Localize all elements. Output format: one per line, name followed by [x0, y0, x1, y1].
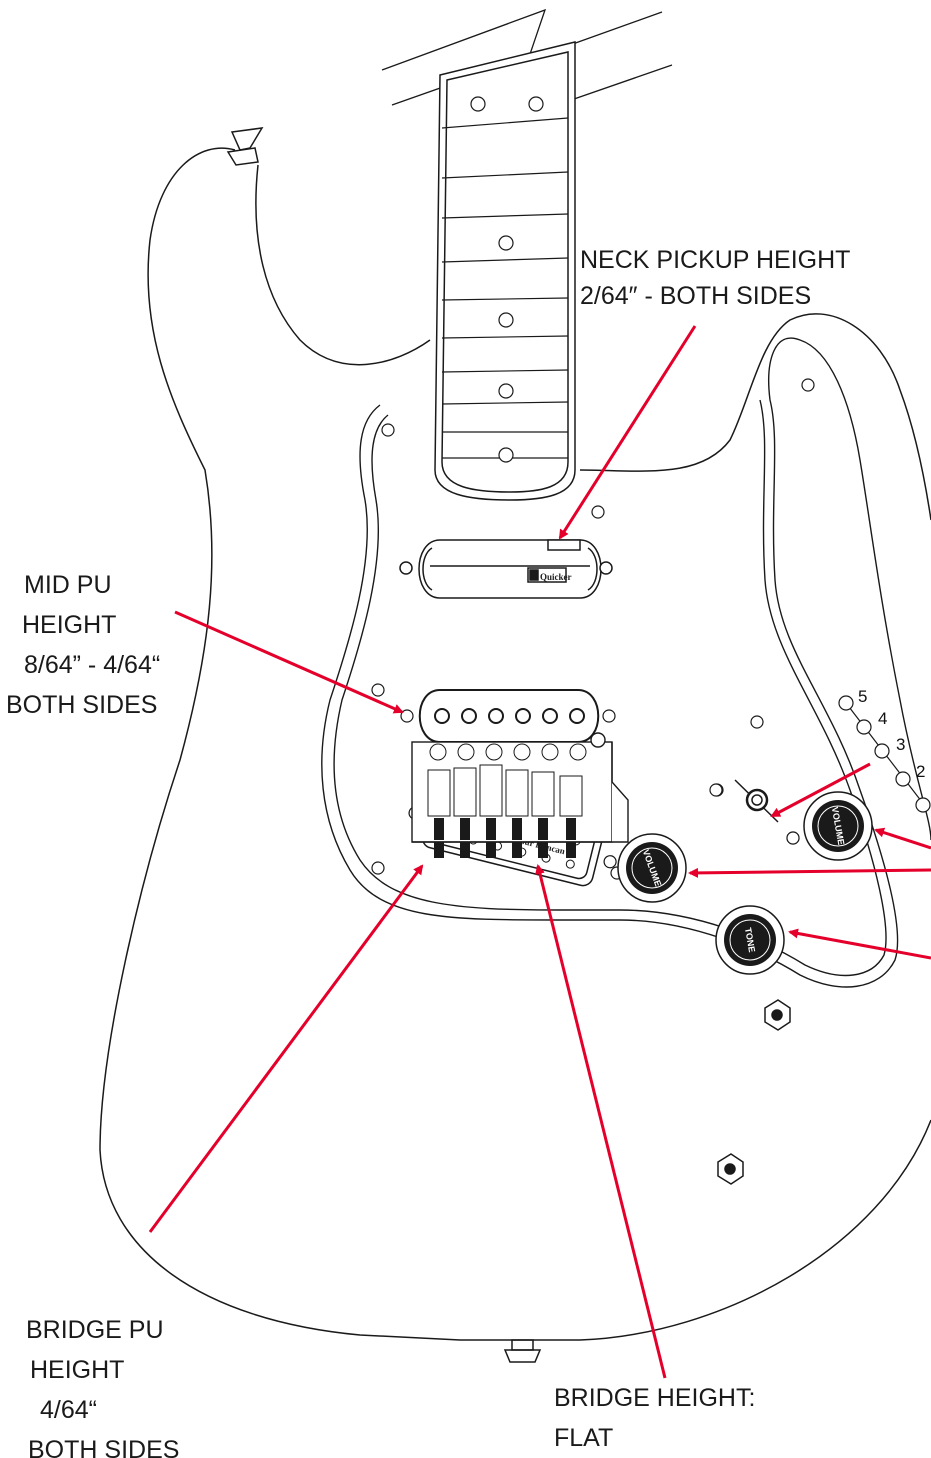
- bridge-pu-line1: BRIDGE PU: [26, 1316, 164, 1344]
- mid-label-line1: MID PU: [24, 571, 112, 599]
- switch-position-2: 2: [916, 762, 925, 781]
- bridge-pickup-height-label: BRIDGE PU HEIGHT 4/64“ BOTH SIDES: [26, 1310, 179, 1458]
- intonation-screws: [434, 842, 576, 858]
- mid-label-line3: 8/64” - 4/64“: [24, 651, 161, 679]
- neck-pickup-brand: Quicker: [540, 572, 572, 582]
- switch-position-5: 5: [858, 687, 867, 706]
- saddle-springs: [434, 818, 576, 840]
- tremolo-bridge: [411, 732, 629, 858]
- neck: [434, 41, 576, 501]
- neck-label-line1: NECK PICKUP HEIGHT: [580, 246, 851, 274]
- neck-pickup-height-label: NECK PICKUP HEIGHT 2/64″ - BOTH SIDES: [580, 242, 850, 314]
- switch-position-3: 3: [896, 735, 905, 754]
- saddles: [427, 764, 583, 817]
- tone-knob: [715, 905, 785, 975]
- tone-knob-label: TONE: [743, 927, 757, 953]
- guitar-body-outline: [99, 127, 931, 1363]
- mid-label-line4: BOTH SIDES: [6, 691, 158, 719]
- neck-pickup: [399, 539, 613, 599]
- bridge-pu-line4: BOTH SIDES: [28, 1436, 180, 1458]
- middle-pickup: [400, 689, 616, 743]
- volume-knob-2-body: [812, 800, 864, 852]
- bridge-pu-line3: 4/64“: [40, 1396, 97, 1424]
- callout-arrows: [148, 325, 931, 1379]
- pickup-selector-switch: [709, 779, 800, 845]
- bridge-height-label: BRIDGE HEIGHT: FLAT: [554, 1378, 755, 1458]
- switch-positions: [838, 695, 931, 813]
- bridge-height-line1: BRIDGE HEIGHT:: [554, 1384, 756, 1412]
- bridge-pu-line2: HEIGHT: [30, 1356, 125, 1384]
- volume-knob-1: [617, 833, 687, 903]
- output-jack: [717, 999, 791, 1185]
- mid-label-line2: HEIGHT: [22, 611, 117, 639]
- fret-markers: [470, 96, 544, 463]
- switch-position-4: 4: [878, 709, 887, 728]
- neck-label-line2: 2/64″ - BOTH SIDES: [580, 282, 812, 310]
- bridge-height-line2: FLAT: [554, 1424, 614, 1452]
- mid-pickup-height-label: MID PU HEIGHT 8/64” - 4/64“ BOTH SIDES: [6, 565, 160, 725]
